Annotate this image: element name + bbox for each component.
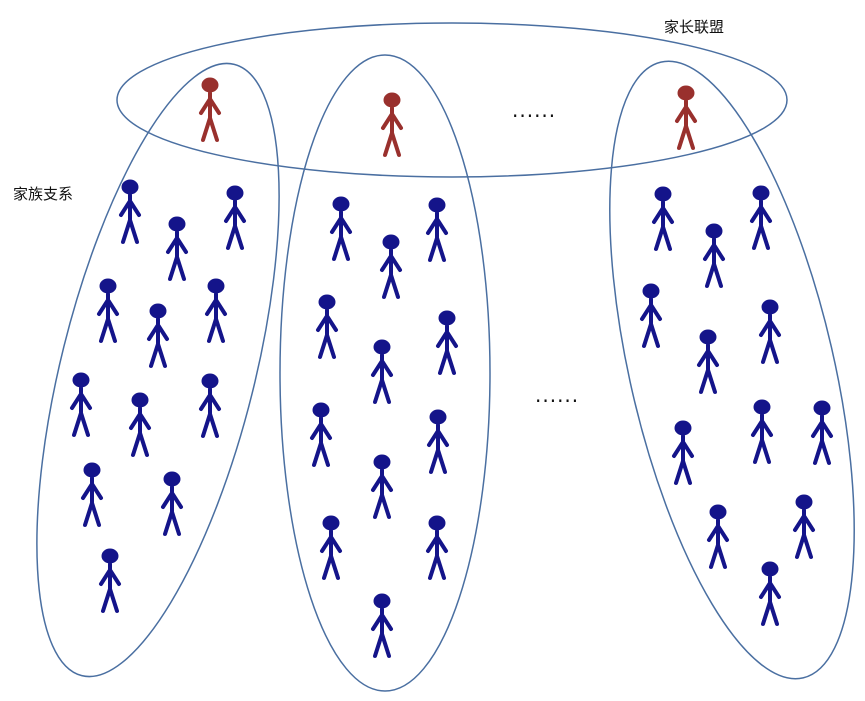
branch-ellipse-2	[279, 54, 491, 692]
member-person-icon	[371, 454, 393, 519]
member-person-icon	[199, 373, 221, 438]
member-person-icon	[70, 372, 92, 437]
parent-person-icon	[199, 77, 221, 142]
member-person-icon	[652, 186, 674, 251]
member-person-icon	[129, 392, 151, 457]
member-person-icon	[316, 294, 338, 359]
member-person-icon	[640, 283, 662, 348]
member-person-icon	[161, 471, 183, 536]
ellipsis-middle: ......	[535, 383, 580, 407]
member-person-icon	[759, 299, 781, 364]
member-person-icon	[380, 234, 402, 299]
member-person-icon	[672, 420, 694, 485]
member-person-icon	[436, 310, 458, 375]
member-person-icon	[99, 548, 121, 613]
member-person-icon	[703, 223, 725, 288]
member-person-icon	[147, 303, 169, 368]
member-person-icon	[97, 278, 119, 343]
parent-person-icon	[381, 92, 403, 157]
branch-label: 家族支系	[13, 185, 74, 203]
member-person-icon	[205, 278, 227, 343]
member-person-icon	[371, 593, 393, 658]
member-person-icon	[697, 329, 719, 394]
member-person-icon	[426, 515, 448, 580]
branch-ellipse-1	[36, 62, 280, 678]
member-person-icon	[750, 185, 772, 250]
member-person-icon	[751, 399, 773, 464]
branch-ellipse-3	[609, 60, 855, 680]
member-person-icon	[320, 515, 342, 580]
member-person-icon	[427, 409, 449, 474]
member-person-icon	[707, 504, 729, 569]
member-person-icon	[426, 197, 448, 262]
member-person-icon	[224, 185, 246, 250]
member-person-icon	[166, 216, 188, 281]
member-person-icon	[81, 462, 103, 527]
member-person-icon	[759, 561, 781, 626]
ellipsis-top: ......	[512, 98, 557, 122]
member-person-icon	[793, 494, 815, 559]
member-person-icon	[811, 400, 833, 465]
parent-person-icon	[675, 85, 697, 150]
member-person-icon	[330, 196, 352, 261]
alliance-ellipse	[116, 22, 788, 178]
member-person-icon	[119, 179, 141, 244]
alliance-label: 家长联盟	[664, 18, 725, 36]
member-person-icon	[310, 402, 332, 467]
member-person-icon	[371, 339, 393, 404]
